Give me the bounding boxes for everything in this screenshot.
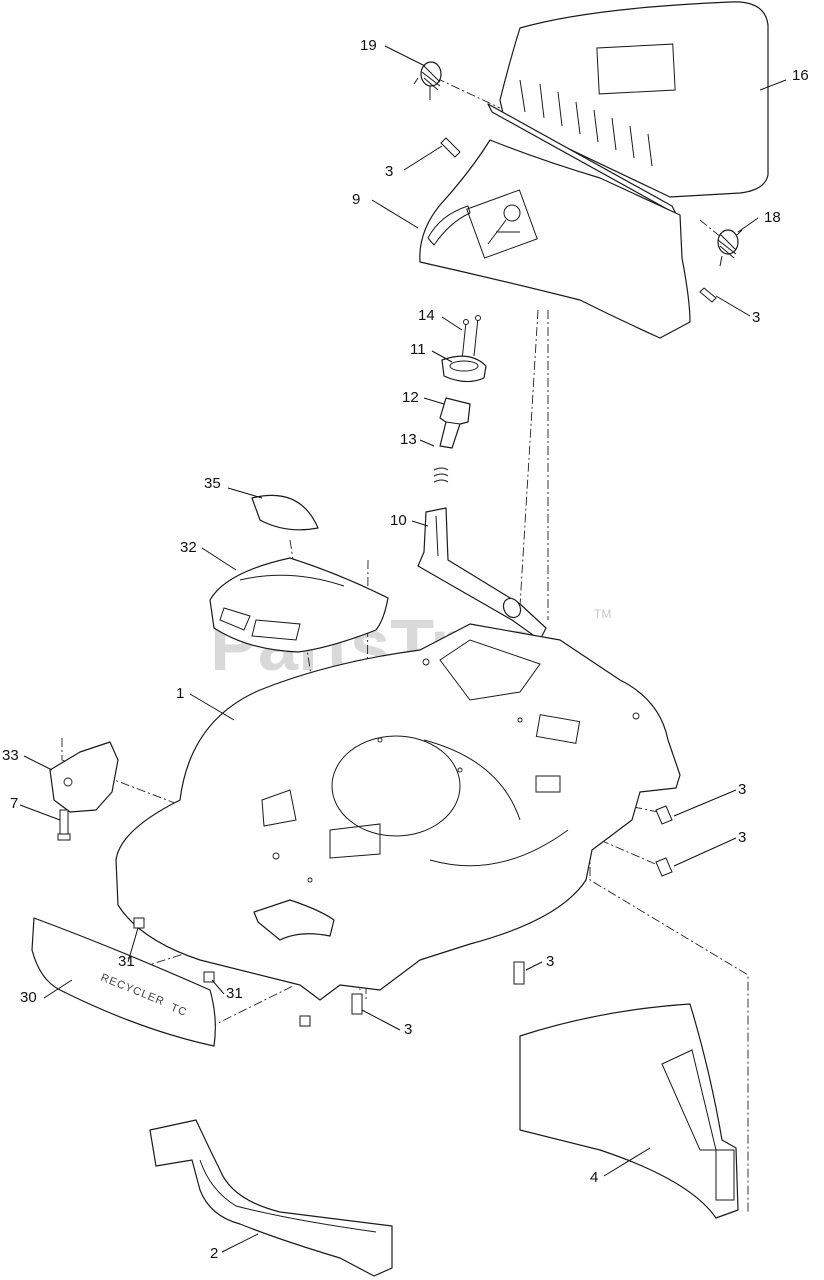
callout-13: 13 <box>400 431 417 448</box>
callout-labels: 19 16 3 9 18 3 14 11 12 13 35 10 32 1 33… <box>2 37 809 1262</box>
callout-3: 3 <box>752 309 760 326</box>
part-2-rear-bracket[interactable] <box>149 1119 393 1277</box>
callout-2: 2 <box>210 1245 218 1262</box>
part-31-nuts[interactable] <box>133 917 311 1027</box>
callout-19: 19 <box>360 37 377 54</box>
bumper-model-text: TC <box>169 1002 189 1019</box>
callout-18: 18 <box>764 209 781 226</box>
part-12-adjuster-body[interactable] <box>439 397 471 449</box>
leader-lines <box>19 45 787 1253</box>
part-9-rear-plate[interactable] <box>419 139 691 339</box>
callout-30: 30 <box>20 989 37 1006</box>
callout-31: 31 <box>226 985 243 1002</box>
part-11-knob[interactable] <box>441 355 487 383</box>
part-3-bolts-deck[interactable] <box>351 805 673 1015</box>
part-19-spring[interactable] <box>413 61 442 100</box>
callout-11: 11 <box>410 341 426 358</box>
part-7-bolt[interactable] <box>57 809 71 841</box>
part-4-discharge-chute[interactable] <box>519 1003 739 1219</box>
callout-3: 3 <box>546 953 554 970</box>
callout-1: 1 <box>176 685 184 702</box>
callout-9: 9 <box>352 191 360 208</box>
part-18-spring[interactable] <box>717 229 743 267</box>
callout-12: 12 <box>402 389 419 406</box>
callout-32: 32 <box>180 539 197 556</box>
part-30-front-bumper[interactable]: RECYCLER TC <box>31 917 216 1047</box>
part-13-spring[interactable] <box>433 467 449 483</box>
watermark-tm: TM <box>594 607 611 621</box>
part-32-chute-plug[interactable] <box>209 557 389 653</box>
callout-3: 3 <box>738 781 746 798</box>
callout-14: 14 <box>418 307 435 324</box>
part-14-screws[interactable] <box>461 315 481 361</box>
callout-3: 3 <box>738 829 746 846</box>
callout-10: 10 <box>390 512 407 529</box>
part-3-bolt-upper[interactable] <box>440 137 717 303</box>
part-1-mower-deck[interactable] <box>115 623 681 1001</box>
part-10-height-lever[interactable] <box>417 507 547 641</box>
callout-3: 3 <box>404 1021 412 1038</box>
part-35-plug-cap[interactable] <box>251 494 319 531</box>
callout-31: 31 <box>118 953 135 970</box>
part-16-rear-cover[interactable] <box>487 1 769 215</box>
part-33-bracket[interactable] <box>49 741 119 813</box>
callout-33: 33 <box>2 747 19 764</box>
callout-16: 16 <box>792 67 809 84</box>
callout-35: 35 <box>204 475 221 492</box>
callout-7: 7 <box>10 795 18 812</box>
callout-4: 4 <box>590 1169 598 1186</box>
callout-3: 3 <box>385 163 393 180</box>
